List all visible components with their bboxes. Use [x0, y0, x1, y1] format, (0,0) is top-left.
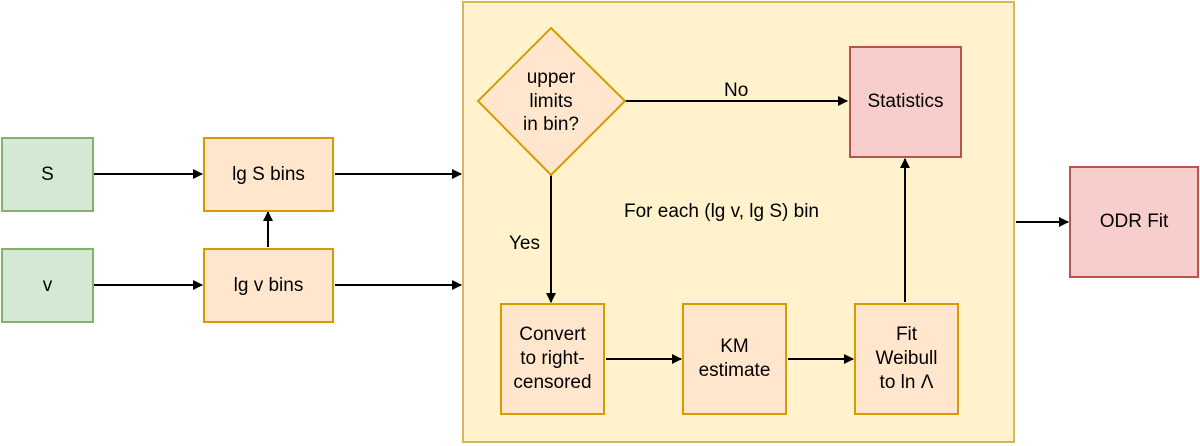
km-estimate-node: KM estimate	[682, 303, 787, 415]
decision-label: upper limits in bin?	[523, 66, 579, 136]
convert-label: Convert to right- censored	[513, 324, 592, 393]
decision-text: upper limits in bin?	[498, 54, 604, 149]
convert-node: Convert to right- censored	[500, 303, 605, 415]
loop-caption: For each (lg v, lg S) bin	[624, 201, 820, 222]
input-v-node: v	[1, 248, 94, 323]
decision-diamond	[476, 26, 627, 177]
lg-s-bins-node: lg S bins	[203, 137, 334, 212]
input-v-label: v	[42, 274, 53, 296]
odr-fit-label: ODR Fit	[1099, 211, 1169, 233]
edge-label-no: No	[724, 80, 749, 101]
input-s-node: S	[1, 137, 94, 212]
fit-weibull-node: Fit Weibull to ln Λ	[854, 303, 959, 415]
lg-v-bins-node: lg v bins	[203, 248, 334, 323]
lg-s-bins-label: lg S bins	[232, 163, 305, 185]
lg-v-bins-label: lg v bins	[233, 274, 304, 296]
km-estimate-label: KM estimate	[698, 336, 771, 381]
edge-label-yes: Yes	[509, 233, 540, 254]
statistics-label: Statistics	[867, 91, 944, 113]
input-s-label: S	[41, 163, 54, 185]
statistics-node: Statistics	[849, 46, 962, 158]
fit-weibull-label: Fit Weibull to ln Λ	[875, 324, 938, 393]
odr-fit-node: ODR Fit	[1069, 166, 1199, 278]
